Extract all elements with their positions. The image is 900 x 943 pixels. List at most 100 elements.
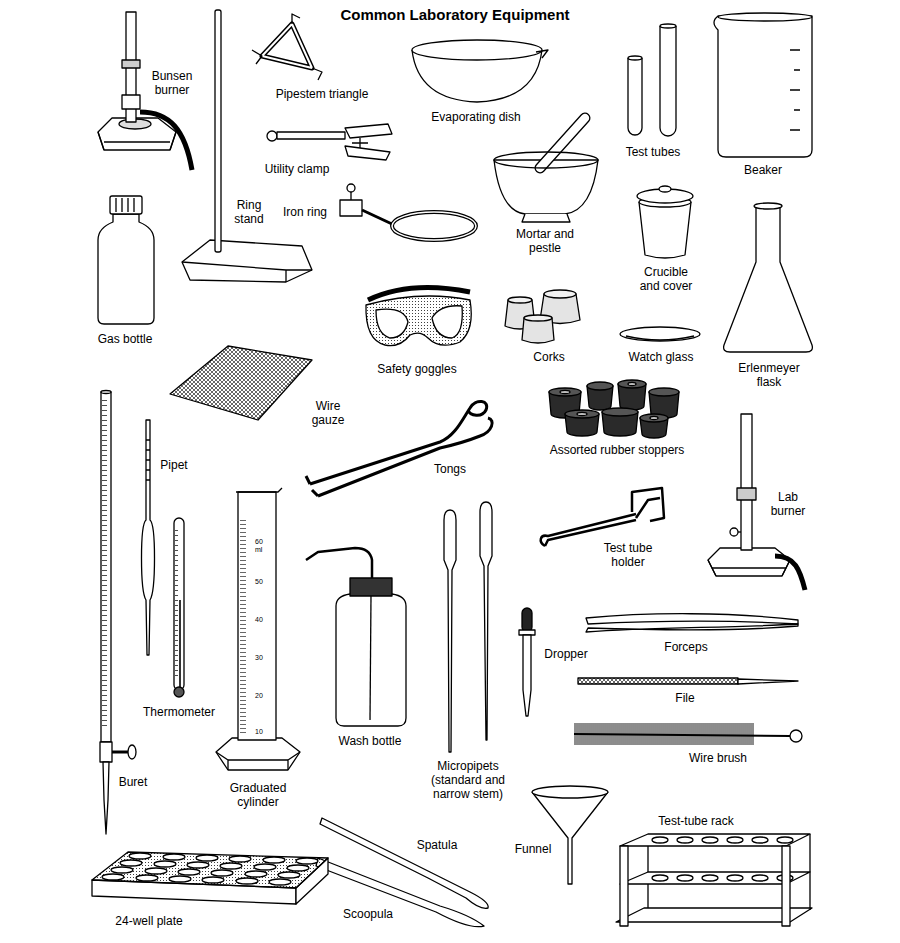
utility-clamp <box>345 146 390 160</box>
wash-bottle <box>336 594 406 726</box>
crucible-and-cover <box>637 186 693 258</box>
part-label: Mortar and pestle <box>505 228 585 256</box>
test-tube-rack <box>652 837 668 843</box>
dropper <box>519 608 535 716</box>
utility-clamp <box>267 131 277 141</box>
iron-ring <box>362 210 392 224</box>
part-label: Beaker <box>663 164 863 178</box>
well-plate <box>129 853 151 859</box>
part-label: Erlenmeyer flask <box>734 362 804 390</box>
pipet <box>142 420 155 655</box>
watch-glass <box>620 327 700 341</box>
well-plate <box>178 869 200 875</box>
mortar-and-pestle <box>540 118 585 168</box>
evaporating-dish <box>536 50 548 58</box>
well-plate <box>202 877 224 883</box>
test-tube-rack <box>620 846 628 926</box>
part-label: 24-well plate <box>49 915 249 929</box>
test-tube-rack <box>652 837 793 881</box>
part-label: Gas bottle <box>25 333 225 347</box>
scoopula <box>316 858 484 927</box>
test-tubes <box>628 56 642 60</box>
well-plate <box>120 860 142 866</box>
rubber-stoppers <box>577 413 587 416</box>
part-label: Dropper <box>466 648 666 662</box>
test-tube-rack <box>752 837 768 843</box>
safety-goggles <box>376 306 462 338</box>
bunsen-burner <box>122 60 140 68</box>
pipestem-triangle <box>252 14 322 80</box>
buret <box>101 392 111 742</box>
part-label: Bunsen burner <box>145 70 200 98</box>
thermometer <box>174 518 184 690</box>
part-label: Pipet <box>74 459 274 473</box>
test-tube-rack <box>777 837 793 843</box>
scoopula <box>316 858 484 927</box>
crucible-and-cover <box>639 202 691 258</box>
pipestem-triangle <box>252 14 322 80</box>
rubber-stoppers <box>549 380 679 438</box>
part-label: Forceps <box>586 641 786 655</box>
mortar-and-pestle <box>540 118 585 168</box>
test-tube-holder <box>541 488 664 546</box>
part-label: Ring stand <box>227 199 272 227</box>
ring-stand <box>182 10 312 282</box>
buret <box>112 751 128 754</box>
part-label: Thermometer <box>79 706 279 720</box>
pipet <box>142 420 155 655</box>
part-label: Funnel <box>433 843 633 857</box>
well-plate <box>154 861 176 867</box>
well-plate <box>111 867 133 873</box>
iron-ring <box>340 200 362 216</box>
pipet <box>146 440 150 480</box>
forceps <box>586 614 798 632</box>
part-label: Wire gauze <box>306 400 351 428</box>
test-tube-rack <box>702 837 718 843</box>
pipestem-triangle <box>262 24 312 68</box>
micropipets <box>444 510 456 752</box>
file <box>578 678 738 684</box>
thermometer <box>179 600 181 688</box>
wire-gauze <box>170 346 312 420</box>
gas-bottle <box>116 198 134 212</box>
gas-bottle <box>110 196 142 214</box>
tongs <box>306 476 318 496</box>
well-plate <box>236 878 258 884</box>
mortar-and-pestle <box>522 214 570 222</box>
ring-stand <box>182 240 312 282</box>
watch-glass <box>626 336 694 340</box>
iron-ring <box>392 212 476 240</box>
scale-number: ml <box>255 546 275 554</box>
pipestem-triangle <box>262 24 312 68</box>
part-label: Wash bottle <box>270 735 470 749</box>
test-tube-rack <box>727 875 743 881</box>
forceps <box>586 614 798 624</box>
test-tube-holder <box>632 488 664 521</box>
well-plate <box>211 870 233 876</box>
utility-clamp <box>352 138 368 148</box>
rubber-stoppers <box>587 382 613 390</box>
thermometer <box>174 687 184 697</box>
scale-number: 50 <box>255 578 275 586</box>
wire-brush <box>790 730 802 742</box>
wash-bottle <box>306 548 406 726</box>
evaporating-dish <box>412 40 542 60</box>
buret <box>100 742 112 762</box>
scale-number: 60 <box>255 538 275 546</box>
safety-goggles <box>366 288 471 346</box>
lab-burner <box>708 548 790 576</box>
iron-ring <box>347 184 355 192</box>
lab-burner <box>775 556 805 590</box>
well-plate <box>187 862 209 868</box>
crucible-and-cover <box>659 186 671 192</box>
test-tube-rack <box>727 837 743 843</box>
corks <box>505 290 580 343</box>
well-plate <box>229 856 251 862</box>
well-plate <box>102 853 318 885</box>
bunsen-burner <box>122 95 140 109</box>
buret <box>103 762 109 834</box>
test-tubes <box>628 58 642 135</box>
lab-burner <box>737 488 756 500</box>
part-label: Buret <box>33 776 233 790</box>
